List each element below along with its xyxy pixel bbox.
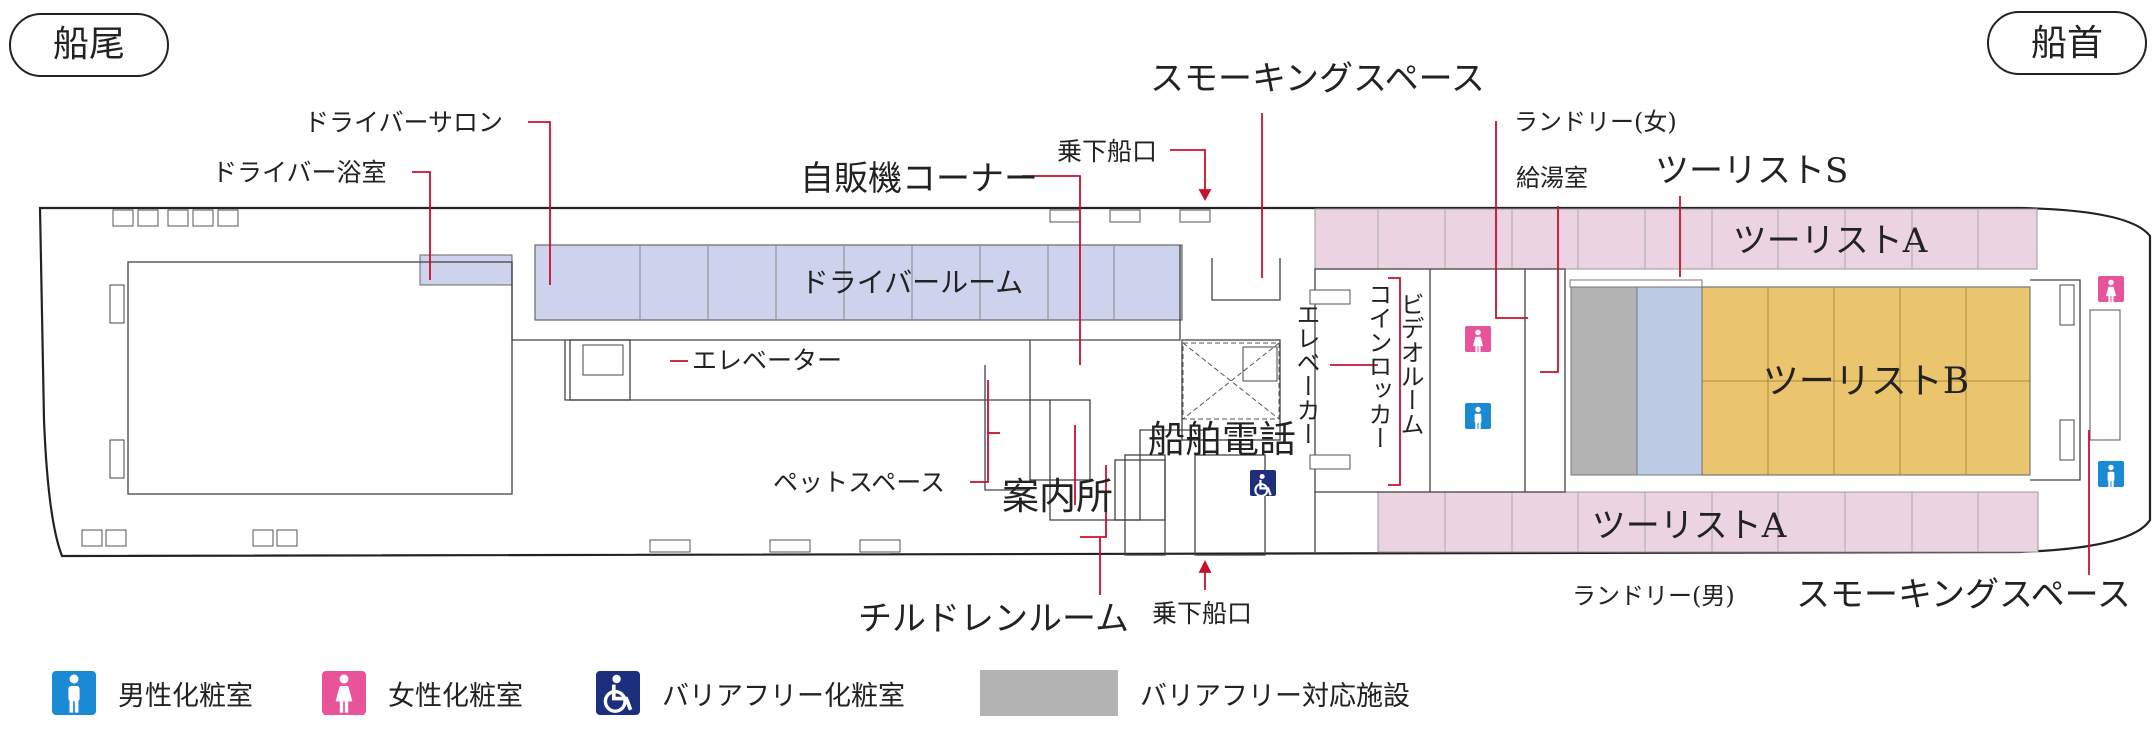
svg-text:船尾: 船尾 bbox=[53, 24, 125, 65]
legend: 男性化粧室 女性化粧室 バリアフリー化粧室 バリアフリー対応施設 bbox=[0, 668, 2152, 728]
tourist-a-bottom-area bbox=[1377, 491, 2039, 553]
driver-room-area bbox=[534, 244, 1183, 321]
legend-accessible: バリアフリー化粧室 bbox=[596, 668, 905, 718]
driver-salon-label: ドライバーサロン bbox=[304, 108, 503, 137]
svg-text:船首: 船首 bbox=[2031, 23, 2103, 64]
female-restroom-icon bbox=[322, 671, 366, 715]
callout-lines bbox=[412, 113, 2090, 595]
tourist-s-label: ツーリストS bbox=[1655, 151, 1848, 191]
female-restroom-icon bbox=[1465, 326, 1491, 353]
legend-barrier-free-label: バリアフリー対応施設 bbox=[1140, 680, 1410, 712]
barrier-free-swatch bbox=[980, 670, 1118, 716]
wheelchair-icon bbox=[596, 671, 640, 715]
driver-bath-label: ドライバー浴室 bbox=[212, 158, 387, 187]
elevator-car-label: エレベーカー bbox=[1292, 302, 1320, 446]
male-restroom-icon bbox=[1465, 403, 1491, 430]
male-restroom-icon bbox=[52, 671, 96, 715]
tourist-a-bottom-label: ツーリストA bbox=[1592, 506, 1787, 546]
laundry-men-label: ランドリー(男) bbox=[1572, 582, 1735, 610]
female-restroom-icon bbox=[2098, 276, 2124, 303]
bow-label: 船首 bbox=[1987, 11, 2147, 75]
boarding-top-label: 乗下船口 bbox=[1057, 137, 1157, 166]
tourist-b-area bbox=[1701, 286, 2031, 476]
male-restroom-icon bbox=[2098, 461, 2124, 488]
wheelchair-icon bbox=[1250, 470, 1276, 498]
legend-mens-label: 男性化粧室 bbox=[118, 680, 253, 712]
ship-phone-label: 船舶電話 bbox=[1148, 418, 1296, 461]
driver-room-label: ドライバールーム bbox=[801, 266, 1024, 299]
legend-mens: 男性化粧室 bbox=[52, 668, 253, 718]
furniture bbox=[81, 209, 2121, 553]
laundry-women-label: ランドリー(女) bbox=[1514, 108, 1677, 136]
vending-corner-label: 自販機コーナー bbox=[800, 159, 1038, 199]
children-room-label: チルドレンルーム bbox=[858, 599, 1129, 639]
smoking-space-top-label: スモーキングスペース bbox=[1150, 59, 1485, 99]
stairs bbox=[109, 284, 2075, 479]
elevator-shaft bbox=[1182, 342, 1280, 420]
legend-barrier-free-facility: バリアフリー対応施設 bbox=[980, 668, 1410, 718]
interior-walls bbox=[127, 245, 2081, 556]
tourist-s-area bbox=[1569, 279, 1703, 476]
pet-space-label: ペットスペース bbox=[773, 468, 945, 497]
boarding-arrows bbox=[1170, 149, 1212, 590]
stern-label: 船尾 bbox=[9, 13, 169, 77]
info-desk-label: 案内所 bbox=[1002, 475, 1113, 518]
hot-water-room-label: 給湯室 bbox=[1516, 164, 1588, 192]
video-room-label: ビデオルーム bbox=[1396, 292, 1424, 436]
legend-womens: 女性化粧室 bbox=[322, 668, 523, 718]
legend-womens-label: 女性化粧室 bbox=[388, 680, 523, 712]
elevator-label: エレベーター bbox=[692, 346, 842, 375]
legend-accessible-label: バリアフリー化粧室 bbox=[662, 680, 905, 712]
tourist-a-top-area bbox=[1314, 208, 2038, 270]
smoking-space-bottom-label: スモーキングスペース bbox=[1796, 575, 2131, 615]
driver-bath-area bbox=[419, 254, 513, 286]
tourist-a-top-label: ツーリストA bbox=[1733, 221, 1928, 261]
coin-locker-label: コインロッカー bbox=[1364, 282, 1392, 450]
boarding-bottom-label: 乗下船口 bbox=[1152, 599, 1252, 628]
tourist-b-label: ツーリストB bbox=[1763, 361, 1969, 402]
